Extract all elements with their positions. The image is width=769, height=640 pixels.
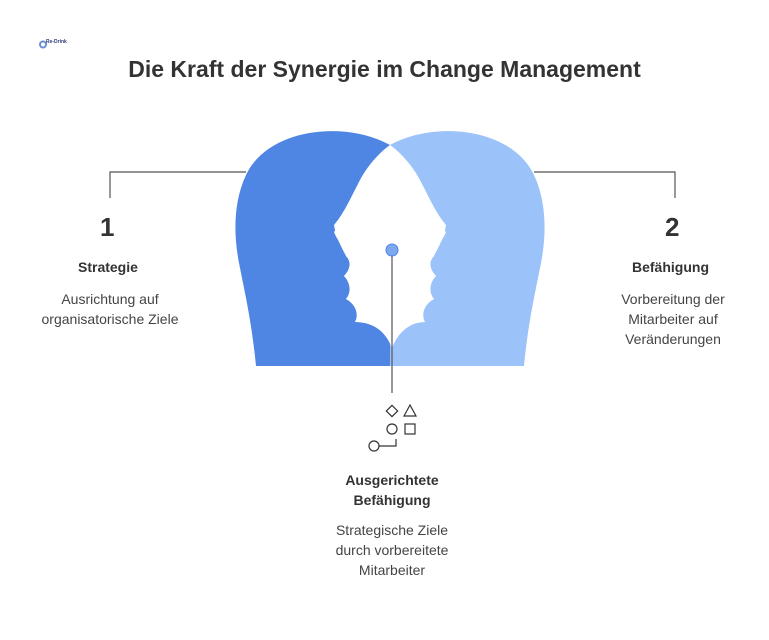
page-title: Die Kraft der Synergie im Change Managem… (128, 56, 641, 82)
aligned-enablement-heading: Ausgerichtete Befähigung (345, 472, 439, 508)
right-head-shape (390, 131, 545, 366)
left-head-shape (235, 131, 390, 366)
enablement-heading: Befähigung (632, 259, 709, 275)
center-dot-icon (385, 243, 399, 257)
strategy-heading: Strategie (78, 259, 138, 275)
triangle-icon (402, 403, 418, 417)
aligned-enablement-description: Strategische Ziele durch vorbereitete Mi… (335, 522, 449, 578)
logo-icon (39, 40, 47, 49)
enablement-description: Vorbereitung der Mitarbeiter auf Verände… (621, 291, 725, 347)
key-icon (368, 439, 397, 452)
left-connector (109, 171, 246, 198)
diamond-icon (385, 404, 399, 418)
right-connector (534, 171, 676, 198)
strategy-description: Ausrichtung auf organisatorische Ziele (41, 291, 179, 327)
step-number-1: 1 (100, 212, 115, 242)
step-number-2: 2 (665, 212, 680, 242)
square-icon (404, 423, 416, 435)
circle-icon (386, 423, 398, 435)
logo-text: Re-Drink (46, 39, 67, 45)
